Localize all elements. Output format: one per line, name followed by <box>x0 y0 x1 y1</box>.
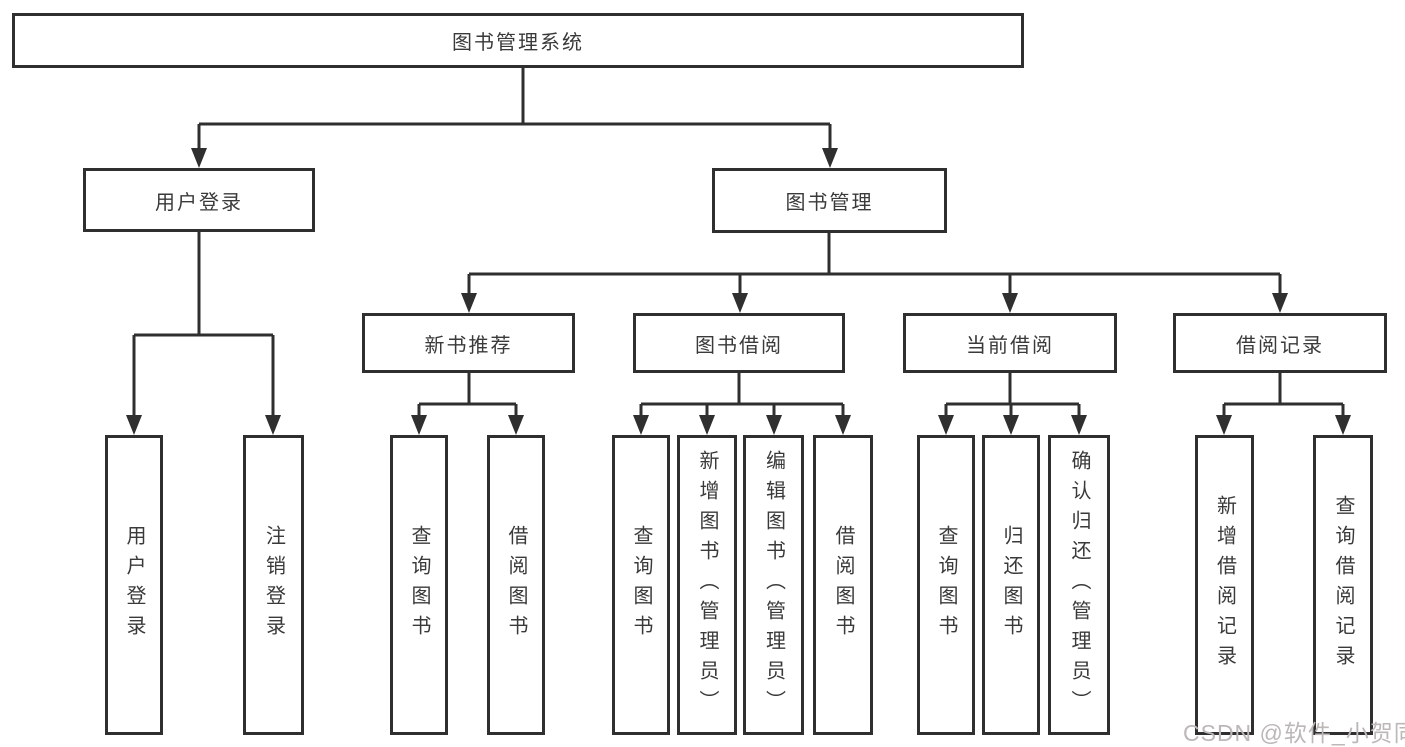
leaf-add-book-admin: 新增图书（管理员） <box>677 435 737 735</box>
leaf-add-borrow-record: 新增借阅记录 <box>1195 435 1254 735</box>
node-new-book-recommend-label: 新书推荐 <box>424 334 513 357</box>
leaf-logout: 注销登录 <box>243 435 304 735</box>
leaf-query-books-current: 查询图书 <box>917 435 975 735</box>
leaf-add-borrow-record-label: 新增借阅记录 <box>1213 495 1236 675</box>
node-current-borrow-label: 当前借阅 <box>966 334 1054 357</box>
node-book-management-label: 图书管理 <box>785 192 874 214</box>
csdn-watermark: CSDN @软件_小贺同学 <box>1183 720 1405 746</box>
leaf-user-login: 用户登录 <box>105 435 163 735</box>
leaf-add-book-admin-label: 新增图书（管理员） <box>696 450 718 720</box>
node-book-borrow: 图书借阅 <box>633 313 845 373</box>
node-book-borrow-label: 图书借阅 <box>695 334 783 357</box>
connector-paths <box>132 68 1345 416</box>
leaf-query-books-recommend-label: 查询图书 <box>408 525 430 645</box>
leaf-edit-book-admin: 编辑图书（管理员） <box>743 435 804 735</box>
leaf-query-borrow-record-label: 查询借阅记录 <box>1332 495 1354 675</box>
leaf-query-books-current-label: 查询图书 <box>935 525 957 645</box>
leaf-return-book-label: 归还图书 <box>1000 525 1022 645</box>
node-library-system: 图书管理系统 <box>12 13 1024 68</box>
node-user-login-label: 用户登录 <box>155 191 243 214</box>
leaf-borrow-books-label: 借阅图书 <box>832 525 854 645</box>
leaf-user-login-label: 用户登录 <box>123 525 145 645</box>
node-library-system-label: 图书管理系统 <box>452 32 584 54</box>
leaf-confirm-return-admin-label: 确认归还（管理员） <box>1068 450 1090 720</box>
node-borrow-records: 借阅记录 <box>1173 313 1387 373</box>
leaf-confirm-return-admin: 确认归还（管理员） <box>1048 435 1110 735</box>
node-book-management: 图书管理 <box>712 168 947 233</box>
node-new-book-recommend: 新书推荐 <box>362 313 575 373</box>
leaf-query-books-recommend: 查询图书 <box>390 435 448 735</box>
leaf-query-borrow-record: 查询借阅记录 <box>1313 435 1373 735</box>
node-user-login: 用户登录 <box>83 168 315 232</box>
node-current-borrow: 当前借阅 <box>903 313 1117 373</box>
leaf-edit-book-admin-label: 编辑图书（管理员） <box>762 450 785 720</box>
arrowheads <box>126 148 1351 435</box>
node-borrow-records-label: 借阅记录 <box>1236 334 1324 357</box>
leaf-borrow-books: 借阅图书 <box>813 435 873 735</box>
leaf-query-books-borrow-label: 查询图书 <box>630 525 652 645</box>
leaf-borrow-books-recommend-label: 借阅图书 <box>505 525 527 645</box>
leaf-query-books-borrow: 查询图书 <box>612 435 670 735</box>
leaf-logout-label: 注销登录 <box>262 525 285 645</box>
leaf-return-book: 归还图书 <box>982 435 1040 735</box>
leaf-borrow-books-recommend: 借阅图书 <box>487 435 545 735</box>
